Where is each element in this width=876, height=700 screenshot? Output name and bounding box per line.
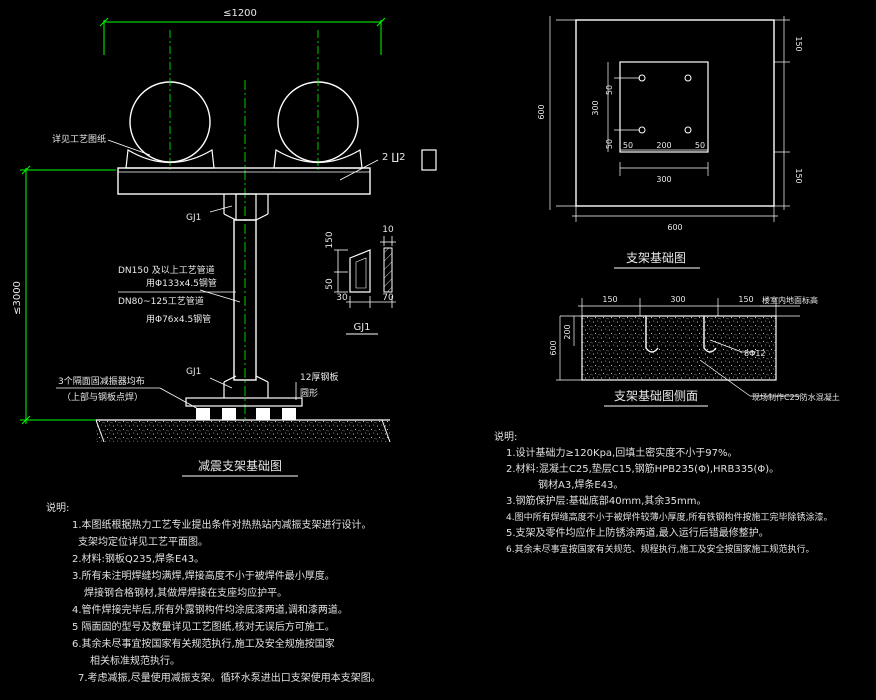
gj1-detail-label: GJ1 bbox=[353, 322, 370, 333]
seismic-support-elevation: ≤1200 2 ∐2 详见工艺图纸 bbox=[12, 8, 437, 477]
notes-right-line-6: 5.支架及零件均应作上防锈涂两道,最入运行后错最修整护。 bbox=[506, 528, 769, 539]
pipe-note-2b: 用Φ76x4.5钢管 bbox=[146, 313, 211, 325]
foundation-plan-view: 150 150 600 600 300 300 200 50 50 50 50 … bbox=[537, 16, 803, 269]
notes-left-heading: 说明: bbox=[46, 503, 70, 514]
notes-right-line-4: 3.钢筋保护层:基础底部40mm,其余35mm。 bbox=[506, 496, 707, 507]
plan-dim-top-150: 150 bbox=[794, 36, 803, 51]
pipe-callout: 详见工艺图纸 bbox=[52, 133, 106, 145]
pipe-saddles bbox=[125, 149, 363, 169]
gj1-dim-150: 150 bbox=[325, 231, 335, 248]
gj1-top-label: GJ1 bbox=[186, 213, 201, 223]
notes-left-line-8: 6.其余未尽事宜按国家有关规范执行,施工及安全规施按国家 bbox=[72, 639, 335, 650]
plan-dim-600-left: 600 bbox=[537, 104, 546, 119]
gj1-dim-70: 70 bbox=[382, 293, 394, 303]
plan-dim-300-horizontal: 300 bbox=[656, 175, 671, 184]
section-top-label: 楼室内地面标高 bbox=[762, 295, 818, 305]
gj1-bottom-label: GJ1 bbox=[186, 367, 201, 377]
section-dim-300: 300 bbox=[670, 295, 685, 304]
anchor-bolts bbox=[645, 316, 717, 353]
left-dimension-label: ≤3000 bbox=[12, 281, 23, 315]
top-dimension bbox=[99, 17, 386, 55]
notes-left: 说明: 1.本图纸根据热力工艺专业提出条件对热热站内减振支架进行设计。 支架均定… bbox=[46, 500, 381, 687]
notes-right-line-2: 2.材料:混凝土C25,垫层C15,钢筋HPB235(Φ),HRB335(Φ)。 bbox=[506, 464, 780, 475]
notes-left-line-3: 2.材料:钢板Q235,焊条E43。 bbox=[72, 554, 205, 565]
plan-dim-50-c: 50 bbox=[605, 85, 614, 95]
plate-label: 2 ∐2 bbox=[382, 152, 405, 163]
upper-gusset bbox=[223, 193, 269, 221]
notes-left-line-10: 7.考虑减振,尽量使用减振支架。循环水泵进出口支架使用本支架图。 bbox=[78, 673, 381, 684]
gj1-dim-50: 50 bbox=[325, 278, 335, 290]
plan-dim-600-bottom: 600 bbox=[667, 223, 682, 232]
section-concrete-label: 现场制作C25防水混凝土 bbox=[752, 392, 840, 402]
section-view-title: 支架基础图侧面 bbox=[614, 389, 698, 403]
plan-view-title: 支架基础图 bbox=[626, 251, 686, 265]
notes-right: 说明: 1.设计基础力≥120Kpa,回填土密实度不小于97%。 2.材料:混凝… bbox=[494, 430, 832, 558]
plan-dim-bottom-150: 150 bbox=[794, 168, 803, 183]
notes-right-line-5: 4.图中所有焊缝高度不小于被焊件较薄小厚度,所有铁钢构件按施工完毕除锈涂漆。 bbox=[506, 513, 833, 523]
base-note-a: 3个隔面固减振器均布 bbox=[58, 375, 145, 387]
plan-dim-50-d: 50 bbox=[605, 139, 614, 149]
plan-dim-200: 200 bbox=[656, 141, 671, 150]
plan-dim-50-a: 50 bbox=[623, 141, 633, 150]
left-dimension bbox=[20, 165, 116, 425]
notes-right-line-7: 6.其余未尽事宜按国家有关规范、规程执行,施工及安全按国家施工规范执行。 bbox=[506, 545, 815, 555]
channel-section-icon bbox=[421, 149, 437, 171]
base-note-b: （上部与钢板点焊） bbox=[62, 391, 143, 403]
notes-left-line-4: 3.所有未注明焊缝均满焊,焊接高度不小于被焊件最小厚度。 bbox=[72, 571, 335, 582]
pipe-note-1a: DN150 及以上工艺管道 bbox=[118, 264, 215, 276]
pipe-note-2a: DN80~125工艺管道 bbox=[118, 295, 204, 307]
notes-left-line-6: 4.管件焊接完毕后,所有外露钢构件均涂底漆两道,调和漆两道。 bbox=[72, 605, 348, 616]
ground-slab bbox=[96, 420, 390, 442]
pipe-note-1b: 用Φ133x4.5钢管 bbox=[146, 277, 217, 289]
foundation-section-view: 150 300 150 200 600 楼室内地面标高 8Φ12 现场制作C25… bbox=[549, 295, 840, 407]
notes-left-line-5: 焊接钢合格钢材,其做焊焊接在支座均应护平。 bbox=[84, 588, 288, 599]
plan-dim-50-b: 50 bbox=[695, 141, 705, 150]
notes-right-heading: 说明: bbox=[494, 432, 518, 443]
gj1-dim-30: 30 bbox=[336, 293, 348, 303]
section-dim-600: 600 bbox=[549, 340, 558, 355]
top-dimension-label: ≤1200 bbox=[223, 8, 257, 19]
damper-blocks bbox=[196, 408, 296, 420]
pipe-centerlines bbox=[169, 30, 319, 420]
notes-left-line-7: 5 隔面固的型号及数量详见工艺图纸,核对无误后方可施工。 bbox=[72, 622, 335, 633]
base-plate-label-b: 圆形 bbox=[300, 387, 318, 399]
notes-right-line-1: 1.设计基础力≥120Kpa,回填土密实度不小于97%。 bbox=[506, 448, 738, 459]
notes-left-line-2: 支架均定位详见工艺平面图。 bbox=[78, 537, 208, 548]
section-dim-200: 200 bbox=[563, 324, 572, 339]
notes-left-line-9: 相关标准规范执行。 bbox=[90, 656, 180, 667]
plan-dim-300-vertical: 300 bbox=[591, 100, 600, 115]
section-dim-150-left: 150 bbox=[602, 295, 617, 304]
base-steel-plate bbox=[185, 397, 303, 407]
left-drawing-title: 减震支架基础图 bbox=[198, 459, 282, 473]
gj1-dim-10: 10 bbox=[382, 225, 394, 235]
section-dim-150-right: 150 bbox=[738, 295, 753, 304]
notes-left-line-1: 1.本图纸根据热力工艺专业提出条件对热热站内减振支架进行设计。 bbox=[72, 520, 372, 531]
gj1-detail: 150 50 30 70 10 GJ1 bbox=[325, 225, 396, 335]
notes-right-line-3: 钢材A3,焊条E43。 bbox=[538, 480, 624, 491]
base-plate-label-a: 12厚钢板 bbox=[300, 371, 338, 383]
section-rebar-label: 8Φ12 bbox=[744, 349, 766, 358]
